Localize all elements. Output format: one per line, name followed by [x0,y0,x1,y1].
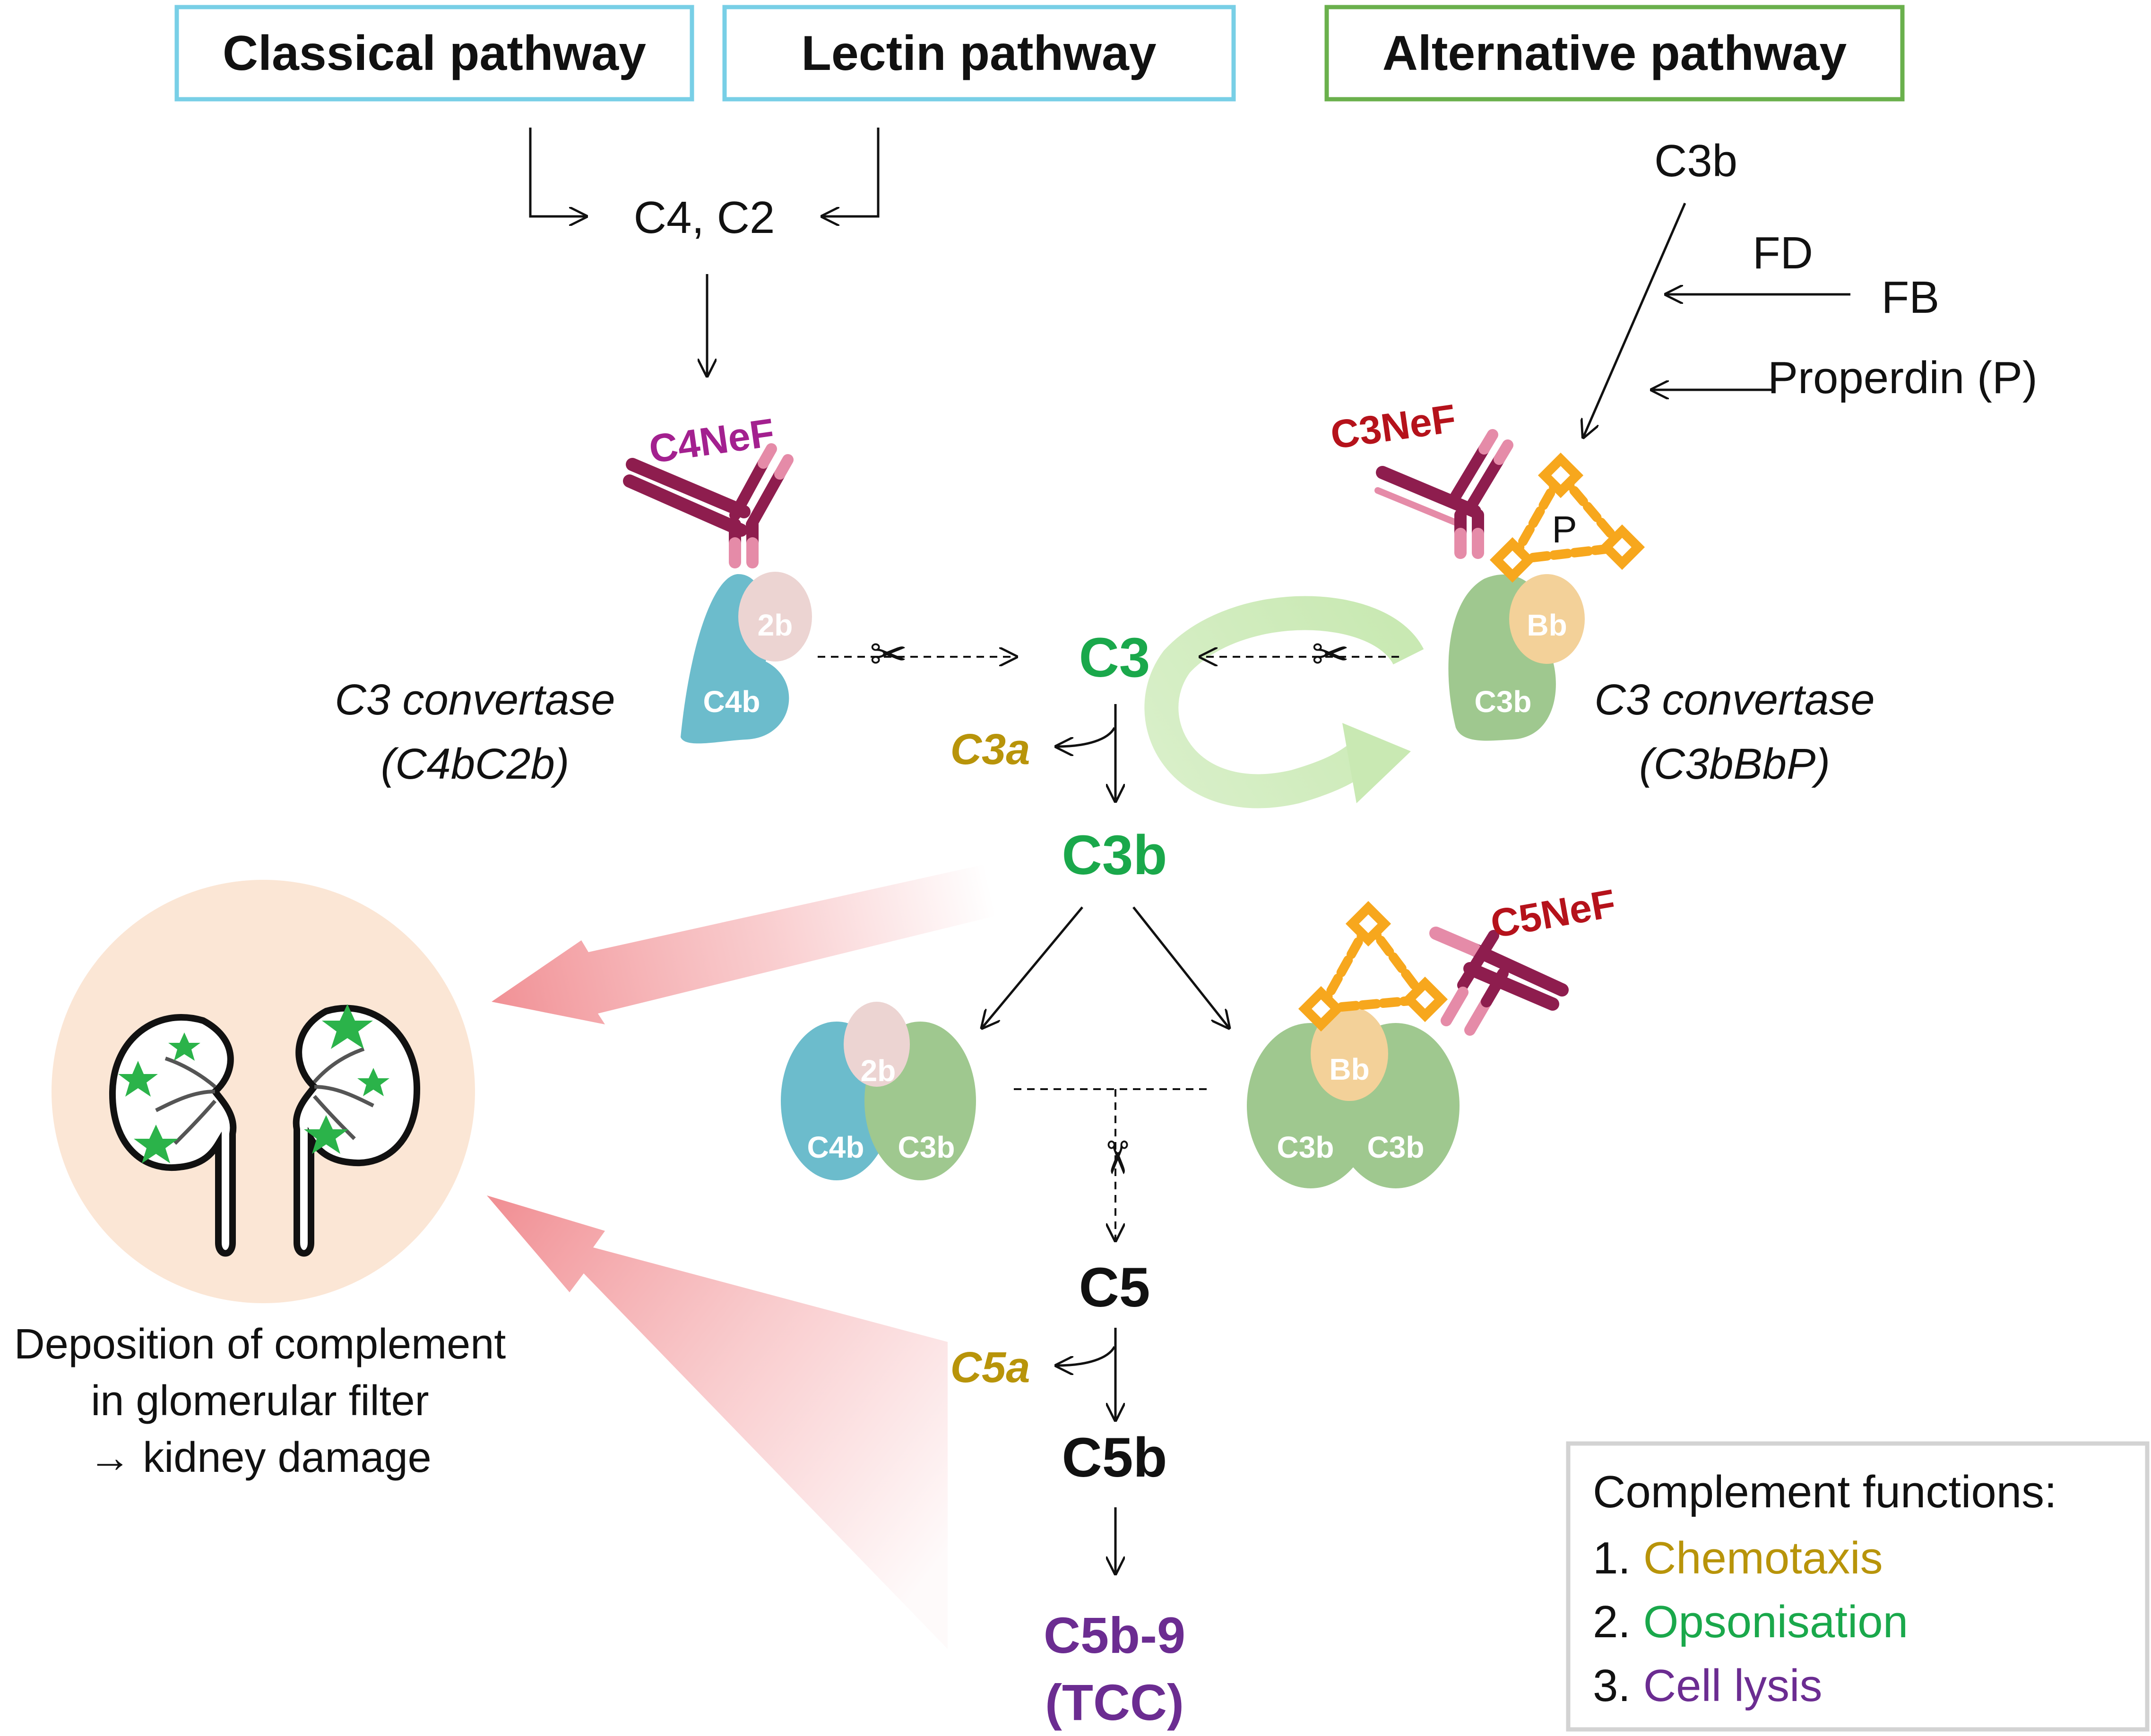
c5-left-c3b-label: C3b [898,1130,955,1164]
c3nef-label: C3NeF [1328,396,1459,457]
complement-functions-legend: Complement functions: 1. Chemotaxis 2. O… [1566,1441,2150,1732]
fd-label: FD [1753,228,1813,278]
kidney-caption-line1: Deposition of complement [14,1321,506,1368]
properdin-icon [1489,452,1645,583]
deposit-star-icon [118,1004,389,1163]
alt-bb-subunit-label: Bb [1527,608,1567,642]
deposition-arrow-lower [487,1195,948,1649]
c4-c2-label: C4, C2 [634,192,775,243]
c5-left-c4b-label: C4b [807,1130,864,1164]
tcc-label-line2: (TCC) [1045,1674,1184,1731]
classical-convertase-title: C3 convertase [335,676,615,724]
c3nef-antibody-icon [1374,429,1513,559]
c5-convertase-alternative-icon: Bb C3b C3b [1247,1006,1460,1188]
c5-label: C5 [1079,1256,1150,1319]
c3b-to-c5-convertase-right-arrow [1132,906,1229,1028]
amplification-loop-arrow [1144,596,1424,808]
properdin-label: Properdin (P) [1768,352,2038,403]
c5-right-c3b-2-label: C3b [1367,1130,1425,1164]
function-item-chemotaxis: 1. Chemotaxis [1593,1533,1883,1583]
classical-pathway-label: Classical pathway [223,26,646,81]
alt-convertase-formula: (C3bBbP) [1639,740,1830,788]
c3bbbp-convertase-icon: Bb C3b [1448,574,1585,741]
c5-right-bb-label: Bb [1329,1052,1369,1086]
alternative-pathway-label: Alternative pathway [1382,26,1847,81]
function-item-cell-lysis: 3. Cell lysis [1593,1660,1822,1711]
alternative-pathway-box: Alternative pathway [1324,5,1905,102]
c4nef-antibody-icon [623,443,794,568]
scissors-icon: ✂ [1312,629,1349,680]
c5a-release-arrow [1056,1346,1116,1366]
scissors-icon: ✂ [870,629,907,680]
c2b-subunit-label: 2b [758,608,793,642]
functions-title: Complement functions: [1593,1467,2057,1517]
fb-label: FB [1882,272,1940,323]
alt-convertase-title: C3 convertase [1594,676,1875,724]
classical-pathway-box: Classical pathway [174,5,694,102]
c5-convertase-cleavage-arrow [1014,1088,1212,1240]
c3a-label: C3a [950,725,1030,773]
alt-c3b-subunit-label: C3b [1475,685,1532,719]
c5a-label: C5a [950,1343,1030,1392]
c5nef-label: C5NeF [1487,881,1619,946]
classical-to-c4c2-arrow [529,128,586,216]
alt-c3b-input-label: C3b [1654,136,1737,186]
function-item-opsonisation: 2. Opsonisation [1593,1597,1908,1647]
kidney-illustration [52,880,475,1303]
alt-c3b-to-convertase-arrow [1583,203,1686,437]
c4bc2b-convertase-icon: 2b C4b [681,572,812,744]
kidney-caption-line3: → kidney damage [88,1434,431,1481]
c3a-release-arrow [1056,727,1116,747]
properdin-p-label: P [1552,508,1577,550]
tcc-label-line1: C5b-9 [1044,1607,1185,1664]
c4b-subunit-label: C4b [703,685,760,719]
c5-left-2b-label: 2b [861,1054,896,1088]
kidney-caption-line2: in glomerular filter [91,1377,429,1425]
deposition-arrow-upper [492,865,1002,1024]
lectin-to-c4c2-arrow [822,128,880,216]
c3b-to-c5-convertase-left-arrow [982,906,1083,1028]
c3b-label: C3b [1062,824,1167,886]
lectin-pathway-label: Lectin pathway [801,26,1156,81]
c5nef-antibody-icon [1429,927,1569,1036]
classical-convertase-formula: (C4bC2b) [381,740,570,788]
properdin-icon [1298,901,1448,1032]
c5-right-c3b-1-label: C3b [1277,1130,1334,1164]
lectin-pathway-box: Lectin pathway [722,5,1236,102]
c5-convertase-classical-icon: 2b C4b C3b [781,1002,976,1180]
c3-label: C3 [1079,627,1150,689]
c5b-label: C5b [1062,1427,1167,1489]
scissors-icon: ✂ [1091,1139,1142,1177]
